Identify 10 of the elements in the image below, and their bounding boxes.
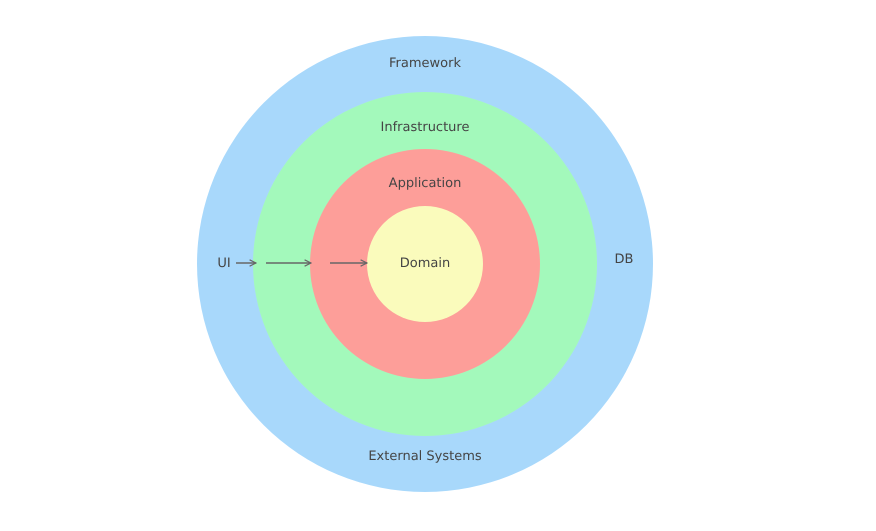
arrow	[330, 259, 368, 267]
ring-label: Framework	[389, 56, 461, 72]
ring-label: Application	[388, 176, 462, 192]
layer-label: UI	[217, 256, 231, 272]
arrow	[236, 259, 257, 267]
ring-label: Infrastructure	[380, 120, 470, 136]
arrow	[266, 259, 312, 267]
core-label: Domain	[400, 256, 450, 272]
ring-label: External Systems	[368, 449, 482, 465]
layer-label: DB	[614, 252, 634, 268]
